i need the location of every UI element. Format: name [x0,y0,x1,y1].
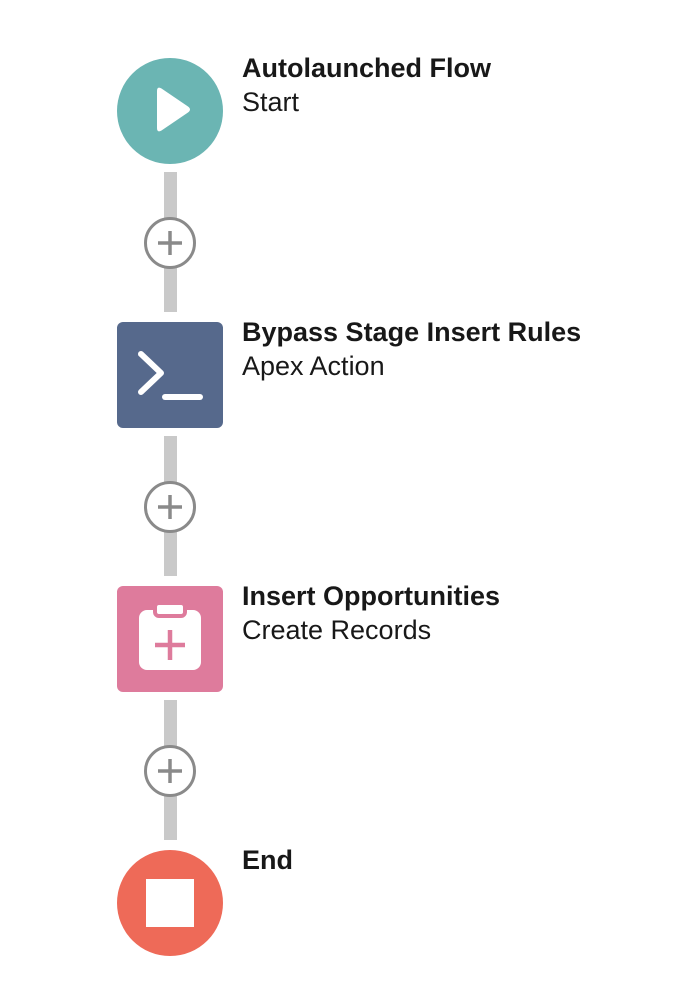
start-node-label: Autolaunched Flow Start [242,51,672,119]
apex-action-node-label: Bypass Stage Insert Rules Apex Action [242,315,672,383]
start-node[interactable] [117,58,223,164]
terminal-prompt-icon [138,351,203,400]
add-element-button-2[interactable] [144,481,196,533]
create-records-node-label: Insert Opportunities Create Records [242,579,672,647]
add-element-button-1[interactable] [144,217,196,269]
node-title: Autolaunched Flow [242,53,491,83]
apex-action-node[interactable] [117,322,223,428]
node-title: End [242,845,293,875]
add-element-button-3[interactable] [144,745,196,797]
plus-icon [158,495,182,519]
clipboard-plus-icon [139,601,201,670]
end-node-label: End [242,843,672,877]
create-records-node[interactable] [117,586,223,692]
play-icon [157,87,190,132]
node-subtitle: Create Records [242,615,432,645]
stop-square-icon [146,879,194,927]
plus-icon [158,759,182,783]
plus-icon [158,231,182,255]
node-subtitle: Start [242,87,300,117]
node-title: Insert Opportunities [242,581,501,611]
end-node[interactable] [117,850,223,956]
node-subtitle: Apex Action [242,351,385,381]
node-title: Bypass Stage Insert Rules [242,317,582,347]
